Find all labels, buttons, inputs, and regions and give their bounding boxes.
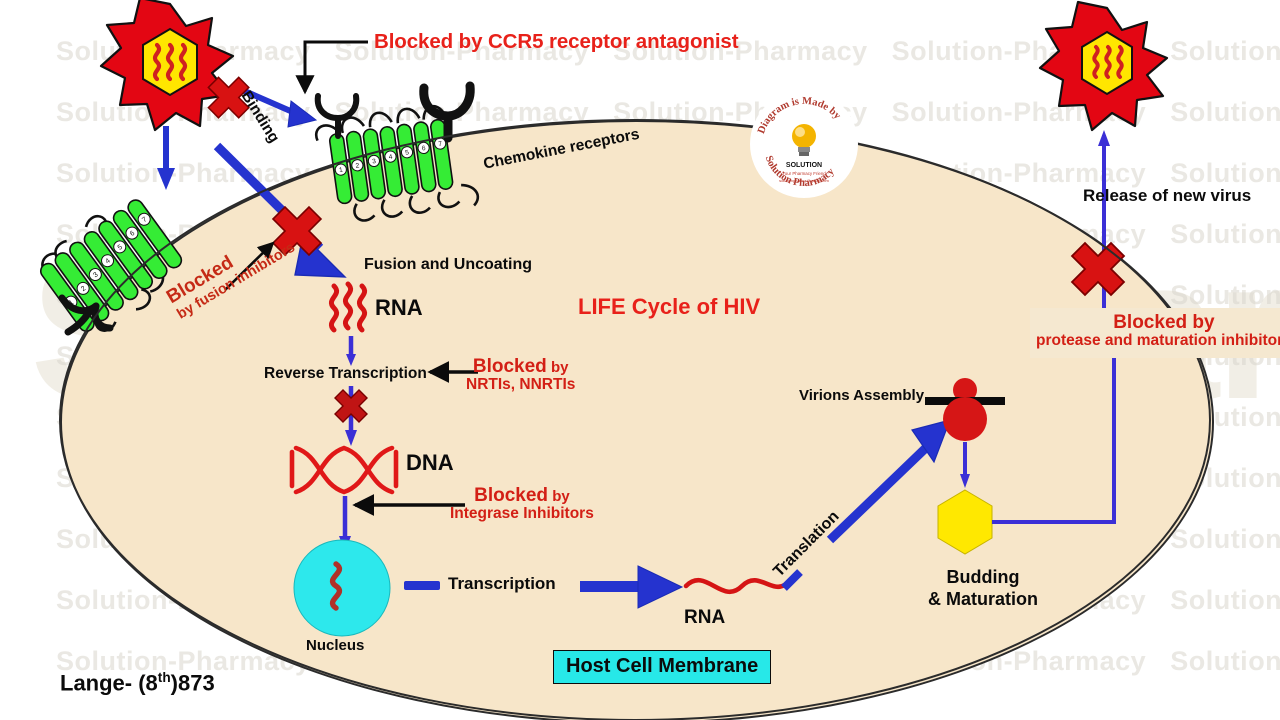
cell-outline (59, 119, 1211, 720)
protease-block-label: Blocked by protease and maturation inhib… (1036, 312, 1280, 350)
fusion-block-pointer (224, 241, 275, 291)
svg-text:2: 2 (355, 162, 360, 169)
nrti-weak: by (546, 359, 569, 376)
release-label: Release of new virus (1083, 186, 1252, 205)
protease-line-2: protease and maturation inhibitors (1036, 332, 1280, 349)
chemokine-receptor-icon-right: 1 2 3 4 5 6 7 (314, 105, 480, 222)
solution-pharmacy-logo: Diagram is Made by Solution Pharmacy SOL… (750, 90, 858, 198)
transcription-arrow (580, 565, 684, 609)
genomic-rna-icon (328, 281, 368, 333)
diagram-title: LIFE Cycle of HIV (578, 294, 761, 319)
integrase-weak: by (548, 488, 570, 505)
svg-text:4: 4 (388, 154, 393, 161)
transcription-stub (404, 581, 440, 590)
chemokine-receptor-icon-left: 123 456 7 (39, 199, 183, 332)
red-x-block-icon-rt (334, 389, 368, 423)
dna-icon (289, 445, 399, 495)
rt-arrow-1 (346, 336, 356, 366)
reverse-transcription-label: Reverse Transcription (264, 365, 427, 382)
nrti-line-2: NRTIs, NNRTIs (466, 376, 576, 393)
genomic-rna-label: RNA (375, 295, 423, 320)
nrti-block-label: Blocked by NRTIs, NNRTIs (466, 356, 575, 394)
host-cell-body (60, 120, 1214, 720)
budding-hexagon-icon (937, 489, 993, 555)
ccr5-pointer-line (295, 40, 368, 95)
svg-text:1: 1 (339, 167, 344, 174)
red-x-block-icon-release (1070, 241, 1126, 297)
protease-line-1: Blocked by (1113, 312, 1215, 333)
svg-text:7: 7 (141, 216, 148, 224)
release-path-lower (992, 348, 1116, 524)
ccr5-block-label: Blocked by CCR5 receptor antagonist (374, 30, 739, 53)
hiv-virion-icon-top-right (1038, 0, 1169, 132)
logo-tagline: Your Pharmacy Friend (782, 171, 826, 176)
citation-prefix: Lange- (8 (60, 670, 158, 696)
integrase-block-label: Blocked by Integrase Inhibitors (450, 485, 594, 523)
cd4-receptor-icon-a (314, 93, 360, 139)
nucleus-label: Nucleus (306, 637, 365, 654)
citation-suffix: )873 (170, 670, 215, 696)
logo-email: solutionpharma@gmail.com (779, 178, 829, 183)
svg-text:3: 3 (372, 158, 377, 165)
messenger-rna-label: RNA (684, 607, 726, 628)
budding-line-2: & Maturation (928, 589, 1038, 609)
budding-maturation-label: Budding & Maturation (923, 566, 1043, 610)
translation-arrow (781, 419, 951, 591)
svg-text:6: 6 (129, 230, 136, 238)
source-citation: Lange- (8th)873 (60, 670, 215, 696)
svg-text:1: 1 (68, 299, 75, 307)
mrna-icon (683, 577, 793, 595)
svg-text:5: 5 (405, 149, 410, 156)
svg-text:4: 4 (104, 258, 111, 266)
citation-superscript: th (157, 670, 171, 685)
virion-assembly-icon (925, 378, 1005, 441)
release-arrowhead (1098, 130, 1110, 146)
fusion-uncoating-label: Fusion and Uncoating (364, 256, 532, 273)
budding-line-1: Budding (946, 567, 1020, 587)
nucleus-icon (293, 539, 391, 637)
svg-text:5: 5 (117, 244, 124, 252)
svg-text:7: 7 (438, 141, 443, 148)
dna-label: DNA (406, 450, 454, 475)
hiv-virion-icon-top-left (99, 0, 235, 132)
virus-descent-arrow (157, 126, 175, 190)
transcription-label: Transcription (448, 574, 556, 593)
host-cell-membrane-badge: Host Cell Membrane (553, 650, 772, 684)
svg-text:3: 3 (92, 271, 99, 279)
nrti-strong: Blocked (472, 356, 547, 377)
cd4-receptor-icon-left (58, 294, 114, 336)
svg-text:6: 6 (421, 145, 426, 152)
logo-brand: SOLUTION (786, 162, 822, 169)
red-x-block-icon-binding (207, 76, 250, 119)
budding-arrow (960, 442, 970, 488)
cd4-receptor-icon-b (419, 81, 475, 143)
integrase-line-2: Integrase Inhibitors (450, 505, 594, 522)
integrase-strong: Blocked (474, 485, 549, 506)
protease-label-backdrop (1030, 308, 1280, 358)
svg-text:2: 2 (80, 285, 87, 293)
virions-assembly-label: Virions Assembly (799, 387, 925, 404)
